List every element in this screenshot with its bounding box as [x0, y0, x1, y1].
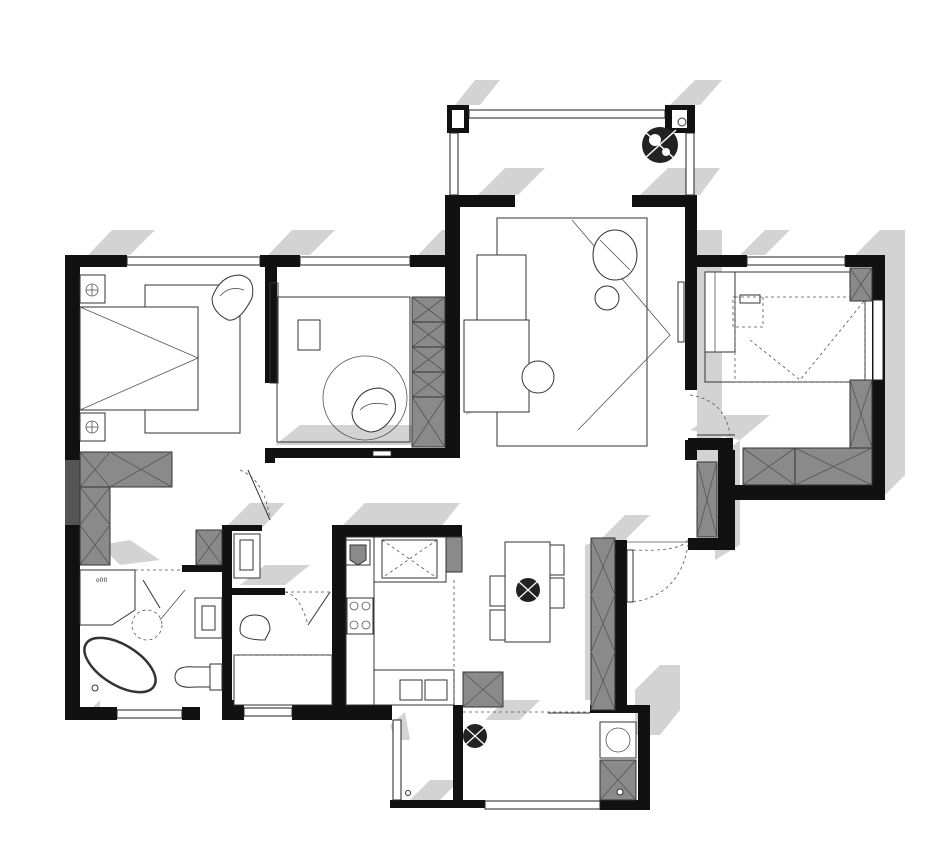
right-wardrobe	[742, 447, 873, 486]
bedroom-right	[696, 267, 873, 538]
dining-chair-4	[549, 577, 565, 609]
study-desk-area	[276, 296, 411, 443]
sofa	[463, 319, 530, 413]
potted-plant-top	[642, 127, 678, 163]
tv-console	[677, 281, 685, 343]
shower-label: o00	[96, 577, 107, 584]
dining-area	[489, 537, 689, 711]
potted-plant-bottom	[463, 724, 487, 748]
bedroom-door	[247, 469, 271, 521]
sofa-back	[476, 254, 527, 321]
dining-chair-2	[489, 609, 506, 641]
kitchen-sink	[399, 679, 423, 701]
balcony-bottom	[405, 711, 637, 801]
lounge-chair	[351, 387, 396, 433]
center-sink	[233, 533, 261, 579]
entrance-door	[626, 549, 634, 603]
bathroom-left: o00	[79, 529, 223, 694]
study-chair	[297, 319, 321, 351]
round-rug	[322, 355, 408, 441]
bedroom-armchair	[211, 274, 254, 321]
windows	[116, 109, 884, 810]
nightstand-top	[79, 274, 106, 304]
bathroom-center	[233, 533, 333, 706]
dining-chair-3	[549, 544, 565, 576]
living-room	[463, 217, 735, 447]
bath-door	[307, 591, 331, 626]
center-toilet	[239, 614, 271, 641]
balcony-top	[642, 117, 687, 163]
washing-machine	[599, 721, 637, 759]
shower-door	[142, 579, 161, 609]
wardrobe-side	[79, 486, 111, 566]
bed	[79, 306, 199, 411]
kitchen-counter-bottom	[373, 669, 455, 706]
vanity-desk	[269, 282, 279, 384]
floor-lamp-small	[594, 285, 620, 311]
right-desk	[704, 271, 736, 353]
dining-centerpiece-plant	[516, 578, 540, 602]
center-tub	[233, 654, 333, 706]
left-sink	[194, 597, 223, 639]
master-bedroom	[79, 274, 279, 566]
wardrobe-top	[79, 451, 173, 488]
left-toilet	[174, 666, 211, 688]
bathtub	[83, 636, 157, 694]
fridge	[381, 539, 438, 579]
side-table	[521, 360, 555, 394]
kitchen	[345, 536, 504, 708]
dining-chair-1	[489, 575, 506, 607]
shower	[79, 569, 136, 626]
study	[276, 296, 446, 457]
kitchen-counter-top	[373, 536, 447, 583]
